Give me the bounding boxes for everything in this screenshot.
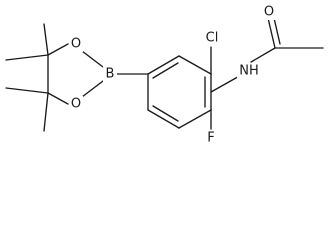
bond-carbonyl-c-to-o [267, 17, 276, 49]
ring-bond-c1-c2 [147, 55, 180, 75]
boron-atom-label: B [106, 67, 115, 82]
ring-bond-c5-c6 [147, 109, 180, 129]
bond-b-to-o-upper [81, 50, 104, 68]
carbonyl-oxygen-atom-label: O [264, 5, 274, 20]
atom-labels: Cl O NH F B O O [69, 4, 276, 146]
bond-methyl-lower-down [43, 92, 49, 132]
ring-double-bond-inner-1 [152, 62, 179, 79]
bond-lines [5, 17, 324, 132]
amide-nitrogen-atom-label: NH [239, 64, 259, 79]
bond-o-upper-to-c [47, 43, 69, 56]
ring-double-bond-inner-3 [152, 105, 179, 122]
dioxaborolane-upper-oxygen-atom-label: O [71, 37, 81, 52]
ring-bond-c2-c3 [178, 55, 212, 75]
chlorine-atom-label: Cl [206, 31, 219, 46]
chemical-structure-diagram: Cl O NH F B O O [5, 4, 324, 146]
ring-bond-c4-c5 [178, 109, 212, 129]
bond-methyl-upper-up [43, 23, 49, 56]
fluorine-atom-label: F [207, 131, 214, 146]
bond-methyl-lower-left [5, 87, 49, 94]
bond-b-to-o-lower [81, 80, 104, 98]
bond-carbonyl-c-to-o-double [273, 17, 281, 45]
bond-n-to-carbonyl-c [250, 47, 276, 63]
dioxaborolane-lower-oxygen-atom-label: O [71, 97, 81, 112]
bond-o-lower-to-c [47, 92, 69, 105]
bond-methyl-upper-left [5, 54, 49, 61]
